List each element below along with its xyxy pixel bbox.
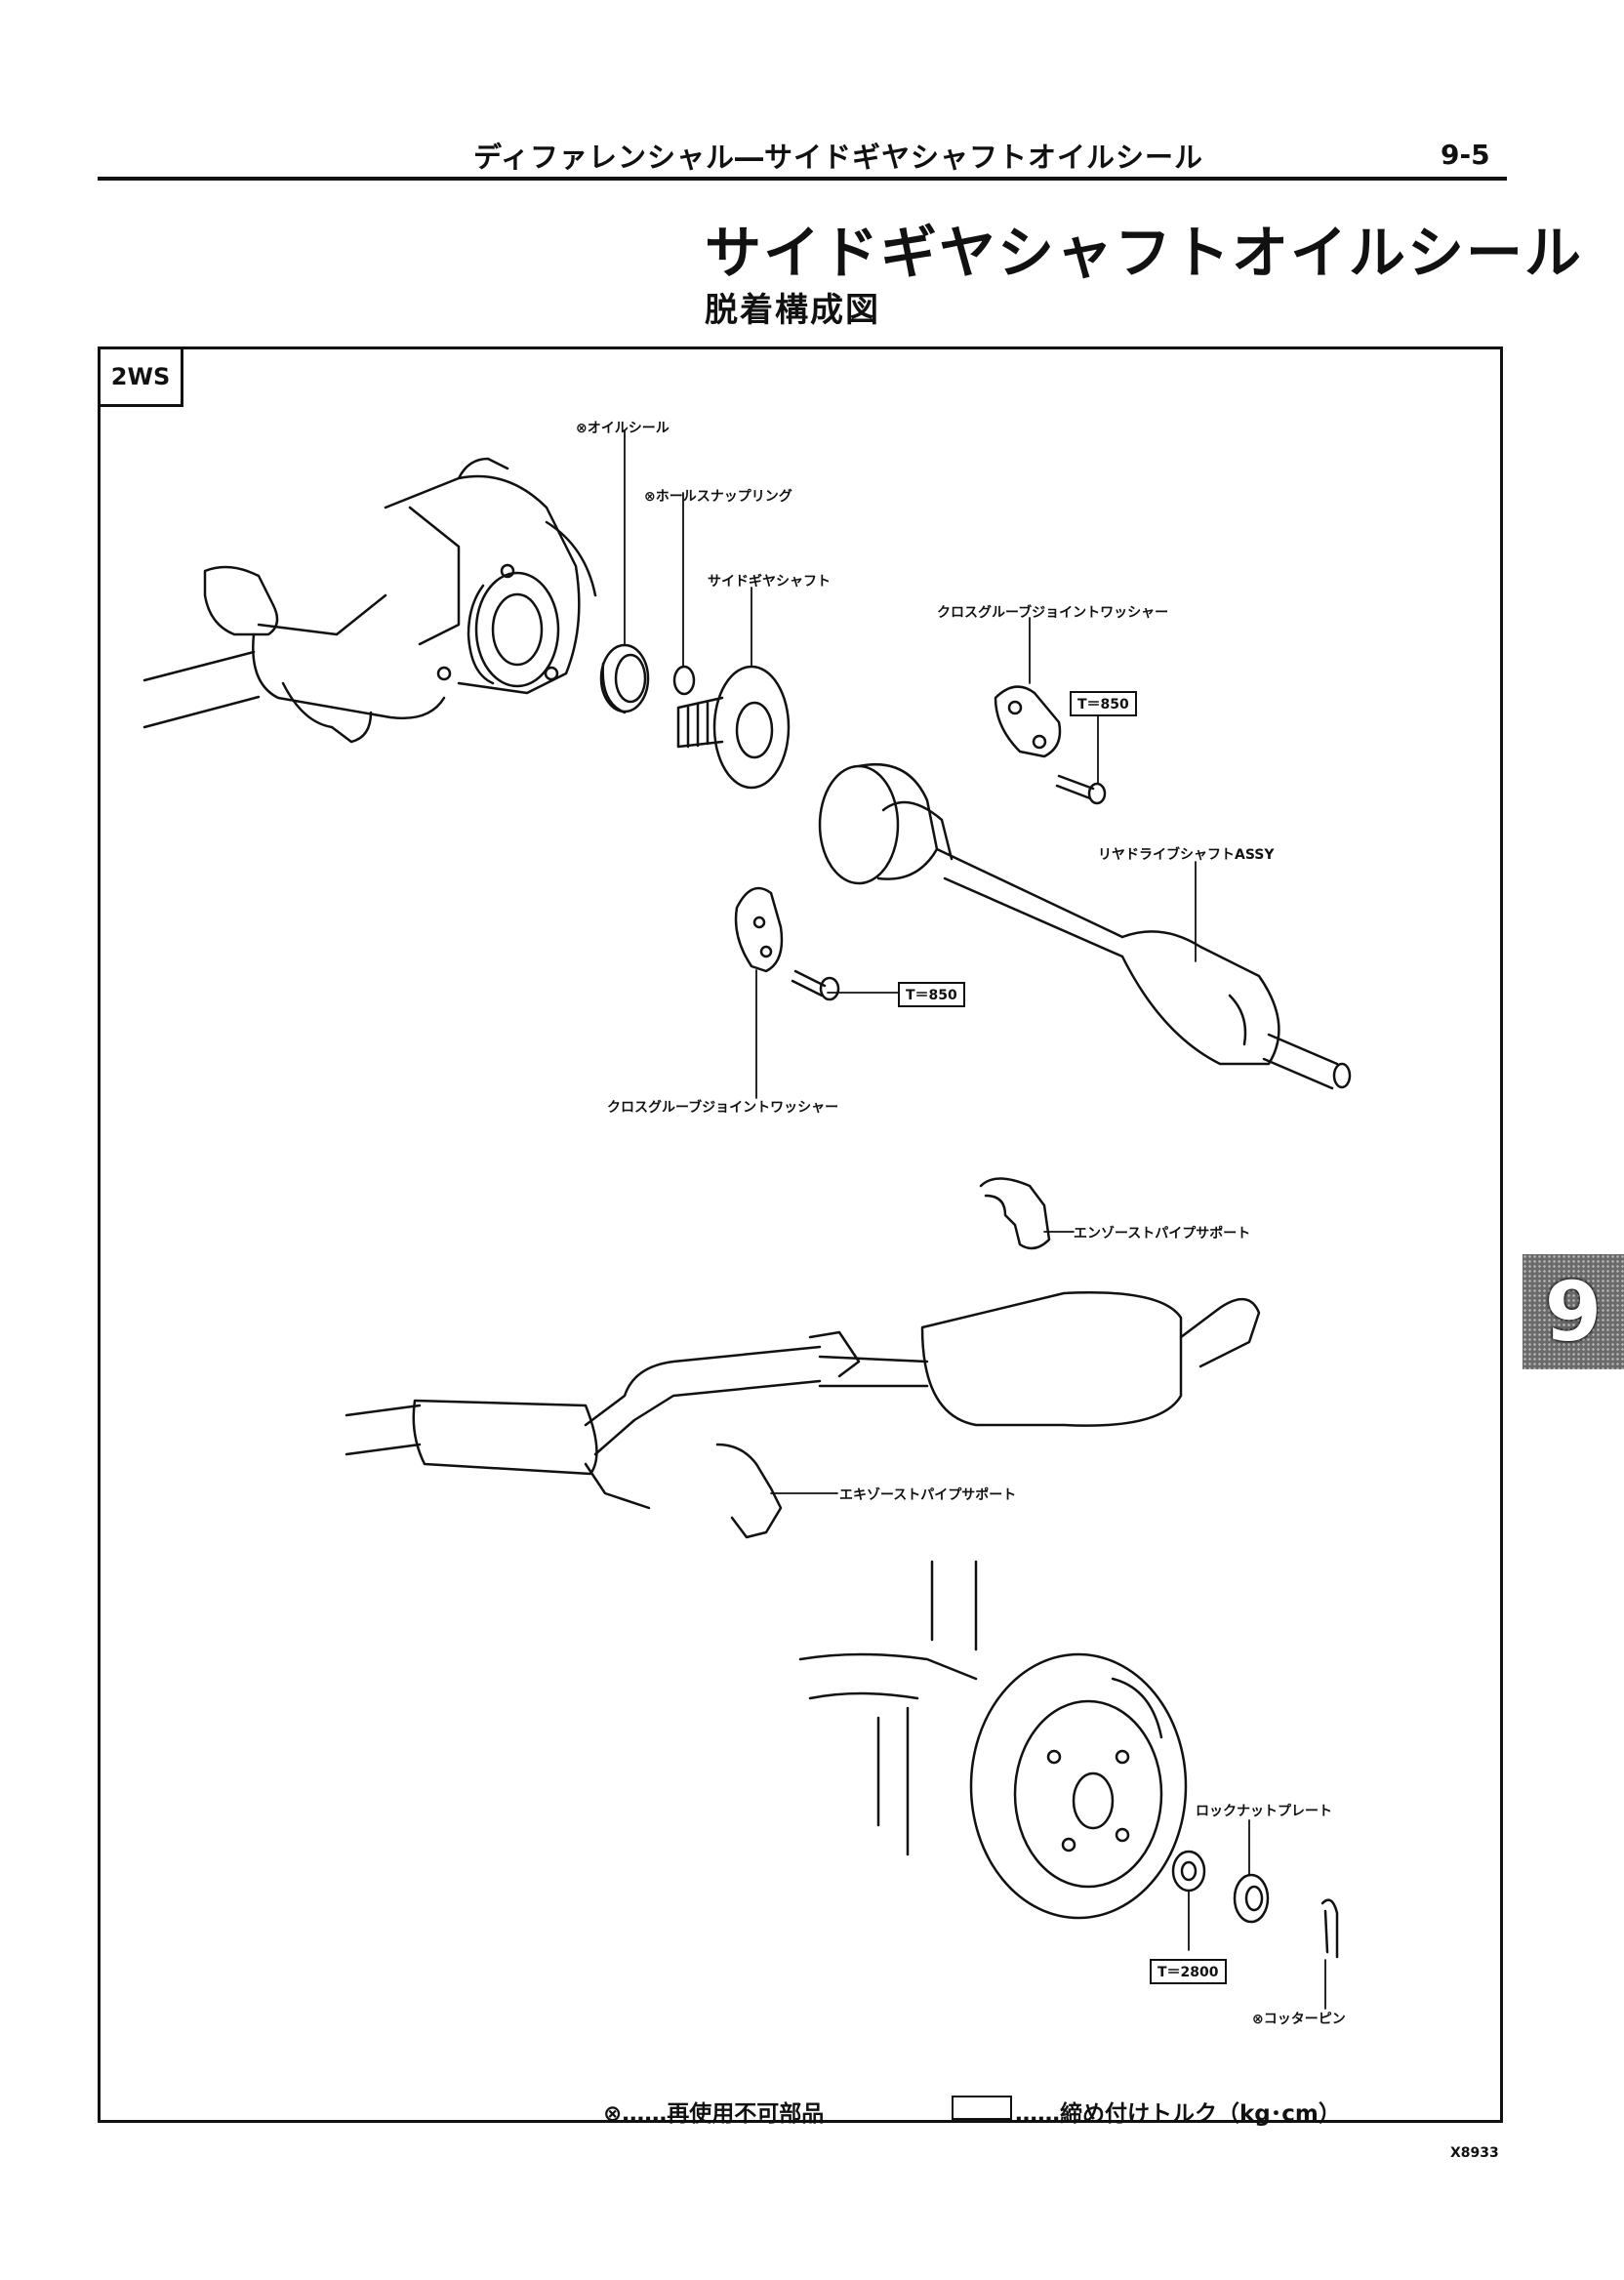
- legend-torque: ……締め付けトルク（kg･cm）: [1015, 2101, 1341, 2127]
- lock-nut-plate-drawing: [1233, 1873, 1270, 1924]
- torque-badge-3: T＝2800: [1150, 1959, 1227, 1984]
- label-washer-top: クロスグルーブジョイントワッシャー: [937, 605, 1169, 621]
- label-drive-shaft: リヤドライブシャフトASSY: [1098, 847, 1275, 863]
- label-washer-bottom: クロスグルーブジョイントワッシャー: [607, 1100, 839, 1116]
- figure-code: X8933: [1450, 2145, 1499, 2161]
- label-exhaust-support-2: エキゾーストパイプサポート: [839, 1487, 1017, 1503]
- label-lock-nut-plate: ロックナットプレート: [1196, 1804, 1332, 1819]
- diagram-frame: [98, 346, 1503, 2123]
- exhaust-system-drawing: [345, 1291, 1261, 1539]
- page-title: サイドギヤシャフトオイルシール: [705, 220, 1584, 286]
- torque-badge-2: T＝850: [898, 982, 965, 1007]
- chapter-tab: [1522, 1254, 1624, 1369]
- legend-torque-box: [952, 2096, 1012, 2120]
- side-gear-shaft-drawing: [676, 665, 791, 790]
- washer-top-drawing: [994, 685, 1107, 805]
- torque-badge-1: T＝850: [1070, 691, 1137, 716]
- washer-bottom-drawing: [734, 886, 840, 1001]
- header-rule: [98, 177, 1507, 181]
- legend-non-reusable: ⊗……再使用不可部品: [603, 2101, 825, 2127]
- label-snap-ring: ⊗ホールスナップリング: [644, 489, 792, 505]
- label-cotter-pin: ⊗コッターピン: [1252, 2012, 1346, 2027]
- label-side-gear-shaft: サイドギヤシャフト: [708, 574, 831, 590]
- rear-brake-hub-drawing: [798, 1560, 1188, 1920]
- chapter-tab-number: 9: [1544, 1264, 1603, 1360]
- hub-nut-drawing: [1171, 1850, 1206, 1893]
- page-subtitle: 脱着構成図: [705, 291, 880, 330]
- leader-lines: [624, 429, 1326, 2010]
- drive-shaft-drawing: [818, 762, 1352, 1090]
- page-number: 9-5: [1441, 139, 1490, 171]
- section-header-title: ディファレンシャル―サイドギヤシャフトオイルシール: [473, 141, 1203, 174]
- label-exhaust-support-1: エンゾーストパイプサポート: [1074, 1226, 1251, 1242]
- exhaust-support-1-drawing: [979, 1177, 1051, 1250]
- oil-seal-drawing: [599, 643, 650, 714]
- cotter-pin-drawing: [1320, 1898, 1339, 1959]
- snap-ring-drawing: [672, 665, 696, 696]
- differential-carrier-drawing: [142, 457, 597, 744]
- label-oil-seal: ⊗オイルシール: [576, 421, 670, 436]
- model-tag: 2WS: [98, 346, 183, 407]
